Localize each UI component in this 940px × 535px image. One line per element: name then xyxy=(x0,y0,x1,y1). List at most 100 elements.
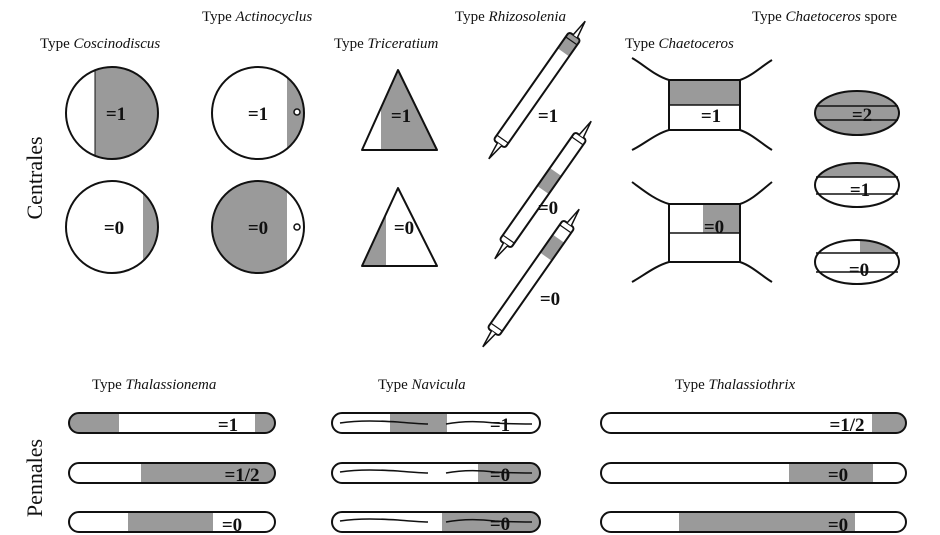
type-label-navicula: Type Navicula xyxy=(378,377,466,393)
type-label-chaetoceros: Type Chaetoceros xyxy=(625,36,734,52)
type-label-thalassionema: Type Thalassionema xyxy=(92,377,216,393)
shaded-area xyxy=(205,175,287,285)
type-prefix: Type xyxy=(40,36,70,52)
rhizosolenia-value-3: =0 xyxy=(540,289,560,310)
actinocyclus-cell-1: =1 xyxy=(212,60,317,170)
shaded-area xyxy=(287,60,317,170)
type-prefix: Type xyxy=(455,9,485,25)
spine-icon xyxy=(567,208,581,226)
value-label: =0 xyxy=(704,217,724,238)
seta-icon xyxy=(632,262,669,282)
seta-icon xyxy=(632,130,669,150)
type-prefix: Type xyxy=(202,9,232,25)
navicula-cell-1: =1 xyxy=(332,405,540,440)
chaetoceros-cell-2: =0 xyxy=(632,182,772,282)
thalassiothrix-cell-1: =1/2 xyxy=(601,405,912,440)
type-name: Thalassiothrix xyxy=(709,377,796,393)
type-prefix: Type xyxy=(625,36,655,52)
value-label: =1 xyxy=(490,415,510,436)
rhizosolenia-cell-3 xyxy=(477,205,585,351)
seta-icon xyxy=(740,262,772,282)
type-name: Actinocyclus xyxy=(235,9,313,25)
type-name: Navicula xyxy=(411,377,466,393)
type-prefix: Type xyxy=(92,377,122,393)
seta-icon xyxy=(632,182,669,204)
type-prefix: Type xyxy=(752,9,782,25)
value-label: =0 xyxy=(828,515,848,535)
pseudonodulus-icon xyxy=(294,224,300,230)
chaetoceros-spore-cell-3: =0 xyxy=(815,236,905,284)
value-label: =1 xyxy=(391,106,411,127)
value-label: =2 xyxy=(852,105,872,126)
spine-icon xyxy=(579,120,593,138)
raphe-icon xyxy=(340,470,428,473)
thalassiothrix-cell-2: =0 xyxy=(601,455,906,490)
value-label: =1 xyxy=(106,104,126,125)
seta-icon xyxy=(740,130,772,150)
shaded-area xyxy=(141,455,281,490)
value-label: =1/2 xyxy=(829,415,864,436)
type-prefix: Type xyxy=(675,377,705,393)
rhizosolenia-cell-1 xyxy=(483,17,591,163)
value-label: =1 xyxy=(248,104,268,125)
spine-icon xyxy=(481,331,495,349)
type-label-triceratium: Type Triceratium xyxy=(334,36,439,52)
triceratium-cell-2: =0 xyxy=(355,180,437,280)
type-prefix: Type xyxy=(378,377,408,393)
coscinodiscus-cell-1: =1 xyxy=(66,60,165,170)
value-label: =1 xyxy=(850,180,870,201)
coscinodiscus-cell-2: =0 xyxy=(66,175,173,285)
pseudonodulus-icon xyxy=(294,109,300,115)
rhizosolenia-cell-2 xyxy=(489,117,597,263)
value-label: =1 xyxy=(218,415,238,436)
seta-icon xyxy=(632,58,669,80)
type-name: Rhizosolenia xyxy=(488,9,567,25)
spine-icon xyxy=(573,20,587,38)
type-label-thalassiothrix: Type Thalassiothrix xyxy=(675,377,796,393)
chaetoceros-spore-cell-1: =2 xyxy=(810,85,905,145)
value-label: =0 xyxy=(222,515,242,535)
value-label: =0 xyxy=(394,218,414,239)
chaetoceros-cell-1: =1 xyxy=(632,58,772,150)
chaetoceros-spore-cell-2: =1 xyxy=(810,160,905,207)
value-label: =1 xyxy=(701,106,721,127)
type-label-actinocyclus: Type Actinocyclus xyxy=(202,9,312,25)
value-label: =0 xyxy=(828,465,848,486)
navicula-cell-3: =0 xyxy=(332,505,548,535)
triceratium-cell-1: =1 xyxy=(362,60,451,160)
type-suffix: spore xyxy=(861,9,898,25)
thalassionema-cell-3: =0 xyxy=(69,505,275,535)
value-label: =0 xyxy=(248,218,268,239)
type-name: Thalassionema xyxy=(126,377,217,393)
spine-icon xyxy=(487,143,501,161)
rhizosolenia-value-1: =1 xyxy=(538,106,558,127)
type-label-rhizosolenia: Type Rhizosolenia xyxy=(455,9,566,25)
value-label: =0 xyxy=(490,514,510,535)
shaded-area xyxy=(128,505,213,535)
spine-icon xyxy=(493,243,507,261)
raphe-icon xyxy=(340,519,428,522)
shaded-area xyxy=(669,80,740,105)
value-label: =0 xyxy=(490,465,510,486)
thalassionema-cell-2: =1/2 xyxy=(69,455,281,490)
pennales-group-label: Pennales xyxy=(22,439,47,517)
value-label: =1/2 xyxy=(224,465,259,486)
seta-icon xyxy=(740,182,772,204)
centrales-group-label: Centrales xyxy=(22,136,47,219)
value-label: =0 xyxy=(104,218,124,239)
thalassionema-cell-1: =1 xyxy=(60,405,285,440)
type-name: Triceratium xyxy=(368,36,439,52)
rhizosolenia-value-2: =0 xyxy=(538,198,558,219)
actinocyclus-cell-2: =0 xyxy=(205,175,304,285)
type-prefix: Type xyxy=(334,36,364,52)
type-label-chaetoceros-spore: Type Chaetoceros spore xyxy=(752,9,897,25)
type-label-coscinodiscus: Type Coscinodiscus xyxy=(40,36,160,52)
seta-icon xyxy=(740,60,772,80)
type-name: Coscinodiscus xyxy=(74,36,161,52)
value-label: =0 xyxy=(849,260,869,281)
type-name: Chaetoceros xyxy=(786,9,861,25)
thalassiothrix-cell-3: =0 xyxy=(601,505,906,535)
type-name: Chaetoceros xyxy=(659,36,734,52)
navicula-cell-2: =0 xyxy=(332,455,548,490)
